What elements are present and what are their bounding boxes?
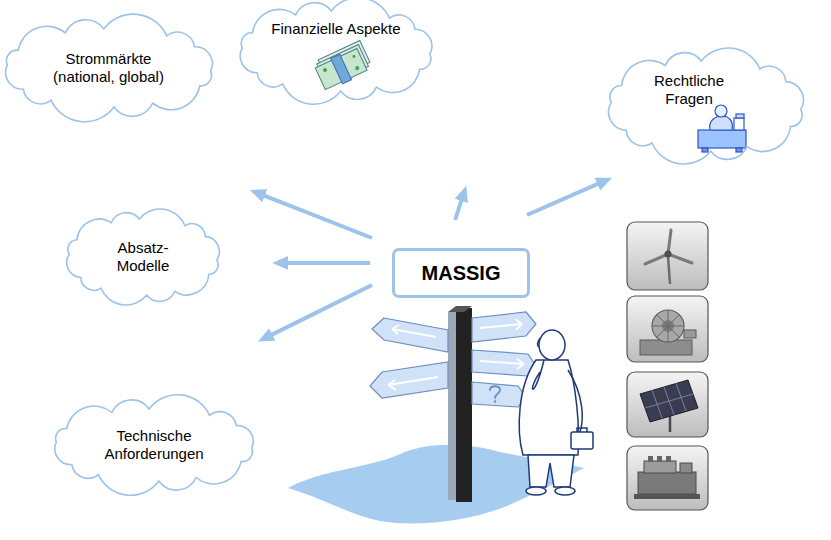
solar-panel-tile [627, 372, 708, 437]
solar-panel-tile [645, 383, 693, 418]
solar-panel-tile [627, 372, 708, 437]
cloud-outline [67, 209, 220, 305]
lawyer-icon [698, 130, 746, 148]
central-box: MASSIG [392, 248, 530, 298]
engine-tile [644, 461, 676, 473]
signpost [388, 377, 438, 390]
thinking-man [571, 432, 593, 449]
cloud-label: Technische Anforderungen [94, 427, 214, 463]
hydro-turbine-tile [627, 296, 708, 362]
cloud-label: Rechtliche Fragen [642, 72, 737, 108]
thinking-man [539, 330, 565, 360]
signpost [472, 382, 526, 407]
arrow-connector [527, 182, 603, 215]
ground-blob [288, 445, 584, 524]
money-icon [313, 41, 374, 92]
topic-cloud: Finanzielle Aspekte [231, 0, 441, 102]
engine-tile [648, 456, 653, 462]
hydro-turbine-tile [627, 296, 708, 362]
cloud-outline [5, 14, 212, 122]
signpost [472, 350, 536, 376]
signpost [480, 359, 524, 369]
topic-cloud: Technische Anforderungen [45, 398, 263, 492]
wind-turbine-tile [668, 230, 671, 254]
engine-tile [638, 472, 696, 494]
signpost [448, 312, 457, 500]
ground-blob [288, 445, 584, 524]
signpost [472, 312, 536, 342]
engine-tile [657, 456, 662, 462]
wind-turbine-tile [627, 222, 708, 290]
arrow-connector [282, 261, 370, 265]
cloud-outline [231, 0, 441, 102]
hydro-turbine-tile [652, 310, 684, 342]
engine-tile [634, 494, 700, 499]
money-icon [352, 54, 356, 58]
lawyer-icon [734, 118, 744, 130]
signpost [448, 306, 472, 312]
lawyer-icon [702, 148, 708, 152]
engine-tile [627, 446, 708, 510]
thinking-man [519, 330, 593, 495]
wind-turbine-tile [668, 256, 670, 284]
thinking-man [568, 370, 582, 432]
thinking-man [526, 487, 546, 495]
topic-cloud: Strommärkte (national, global) [0, 18, 221, 118]
money-icon [355, 66, 360, 71]
engine-tile [680, 463, 692, 473]
cloud-label: Strommärkte (national, global) [39, 50, 179, 86]
signpost [370, 362, 448, 398]
wind-turbine-tile [668, 254, 692, 263]
wind-turbine-tile [627, 222, 708, 290]
thinking-man [555, 487, 575, 495]
topic-cloud: Absatz- Modelle [58, 208, 228, 306]
signpost [370, 306, 536, 502]
hydro-turbine-tile [652, 310, 684, 342]
lawyer-icon [736, 114, 744, 118]
lawyer-icon [710, 116, 733, 130]
engine-tile [666, 456, 671, 462]
arrow-connector [455, 195, 463, 220]
topic-cloud: Rechtliche Fragen [600, 50, 812, 162]
thinking-man [577, 428, 587, 432]
money-icon [331, 54, 352, 84]
engine-tile [627, 446, 708, 510]
solar-panel-tile [640, 380, 698, 422]
signpost [372, 318, 448, 352]
cloud-outline [55, 395, 253, 496]
cloud-outline [240, 0, 432, 104]
box-label: MASSIG [422, 261, 501, 285]
thinking-man [519, 360, 578, 455]
signpost [392, 325, 436, 337]
thinking-man [532, 360, 544, 389]
cloud-outline [609, 48, 804, 164]
money-icon [315, 48, 367, 89]
lawyer-icon [715, 105, 727, 117]
wind-turbine-tile [665, 251, 672, 258]
signpost [456, 308, 472, 502]
thinking-man [528, 455, 574, 487]
money-icon [322, 67, 327, 72]
lawyer-icon [698, 105, 746, 152]
hydro-turbine-tile [684, 330, 696, 338]
wind-turbine-tile [645, 254, 668, 264]
cloud-label: Absatz- Modelle [103, 239, 183, 275]
cloud-label: Finanzielle Aspekte [271, 20, 400, 38]
arrow-connector [267, 285, 372, 337]
lawyer-icon [736, 148, 742, 152]
arrow-connector [259, 194, 372, 238]
signpost [480, 319, 522, 330]
thinking-man [537, 338, 540, 347]
signpost [490, 386, 500, 402]
